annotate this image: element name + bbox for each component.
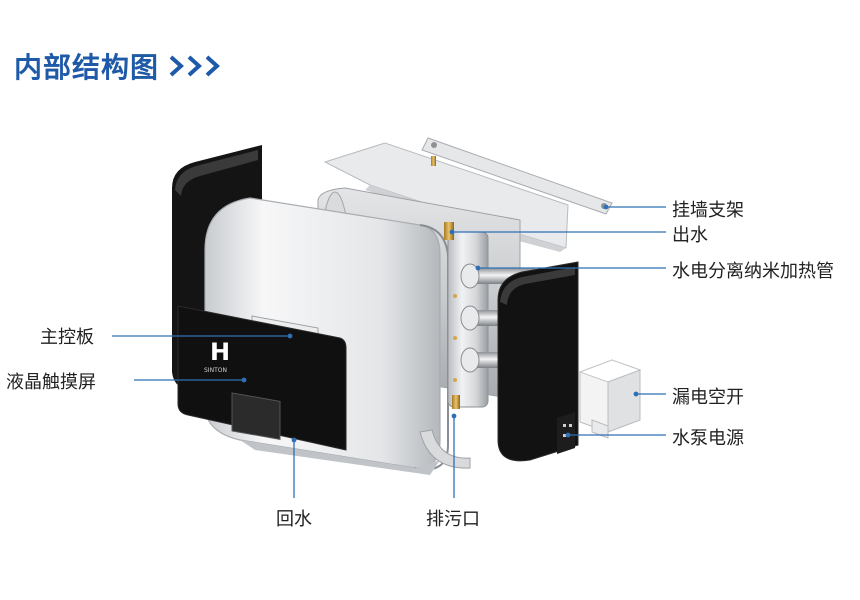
label-water-outlet: 出水: [672, 225, 708, 246]
chevrons-right-icon: [169, 55, 221, 77]
label-leakage-breaker: 漏电空开: [672, 387, 744, 408]
brand-logo-letter: H: [210, 338, 230, 366]
label-water-return: 回水: [276, 509, 312, 530]
label-pump-power: 水泵电源: [672, 428, 744, 449]
label-control-board: 主控板: [40, 327, 94, 348]
bottom-plate: [419, 429, 471, 469]
right-end-cap: [497, 261, 579, 462]
label-heating-tube: 水电分离纳米加热管: [672, 261, 834, 282]
title-text: 内部结构图: [14, 51, 160, 84]
page-title: 内部结构图: [14, 46, 221, 86]
label-drain: 排污口: [426, 509, 480, 530]
label-touch-screen: 液晶触摸屏: [6, 372, 96, 393]
brand-logo-text: SINTON: [204, 367, 227, 374]
label-wall-bracket: 挂墙支架: [672, 200, 744, 221]
leakage-breaker: [578, 359, 642, 439]
pump-power-module: [557, 412, 575, 454]
touch-panel: H SINTON: [177, 305, 347, 451]
leader-lines: [112, 204, 666, 498]
